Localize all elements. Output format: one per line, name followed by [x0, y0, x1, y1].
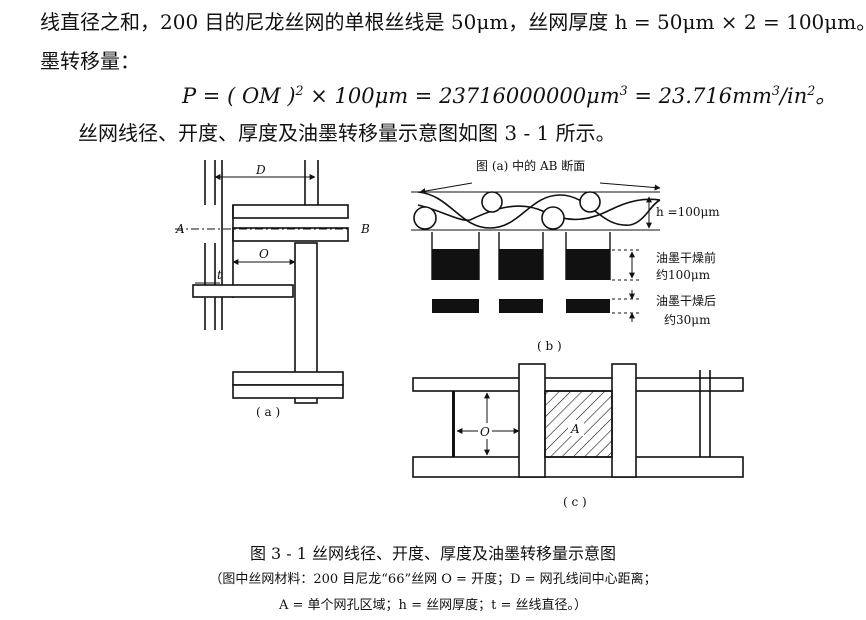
- a-label-A: A: [175, 222, 185, 236]
- c-caption: ( c ): [563, 495, 587, 509]
- b-ink-after-2: [499, 299, 543, 313]
- b-label-after-1: 油墨干燥后: [656, 294, 716, 308]
- b-ink-before-3: [566, 249, 610, 280]
- b-title: 图 (a) 中的 AB 断面: [476, 158, 585, 173]
- c-thread-h-top: [412, 377, 744, 392]
- c-thread-v-2: [611, 363, 637, 478]
- a-thread-h1a: [232, 204, 349, 219]
- a-thread-h2: [192, 284, 294, 298]
- c-label-O-bg: [478, 423, 492, 439]
- b-title-arrow-left: [419, 182, 473, 195]
- formula-part-e: 。: [815, 84, 837, 108]
- formula-exp-4: 2: [807, 83, 816, 98]
- formula-part-c: = 23.716mm: [627, 84, 772, 108]
- a-caption: ( a ): [256, 405, 280, 419]
- c-label-A-bg: [568, 420, 584, 436]
- b-ink-before-2: [499, 249, 543, 280]
- b-ink-before-1: [432, 249, 479, 280]
- ink-transfer-formula: P = ( OM )2 × 100μm = 23716000000μm3 = 2…: [182, 80, 836, 110]
- b-fiber-2: [579, 191, 601, 213]
- b-ink-after-3: [566, 299, 610, 313]
- c-label-A: A: [570, 422, 580, 436]
- b-label-after-2: 约30μm: [664, 312, 711, 327]
- b-label-h: h =100μm: [656, 205, 720, 219]
- b-label-before-1: 油墨干燥前: [656, 250, 716, 265]
- formula-exp-1: 2: [295, 83, 304, 98]
- figure-a: [175, 160, 350, 404]
- formula-part-b: × 100μm = 23716000000μm: [303, 84, 620, 108]
- paragraph-line-4: 丝网线径、开度、厚度及油墨转移量示意图如图 3 - 1 所示。: [78, 121, 616, 145]
- b-fiber-1: [481, 191, 503, 213]
- formula-exp-2: 3: [619, 83, 628, 98]
- a-thread-v2-body: [294, 242, 318, 404]
- formula-part-a: P = ( OM ): [182, 84, 296, 108]
- a-label-B: B: [360, 222, 370, 236]
- b-ink-after-1: [432, 299, 479, 313]
- b-label-before-2: 约100μm: [656, 267, 711, 282]
- paragraph-line-1: 线直径之和，200 目的尼龙丝网的单根丝线是 50μm，丝网厚度 h = 50μ…: [40, 10, 866, 34]
- c-thread-v-left-edge: [452, 391, 455, 457]
- figure-note-1: （图中丝网材料：200 目尼龙“66”丝网 O = 开度；D = 网孔线间中心距…: [209, 572, 657, 587]
- figure-note-2: A = 单个网孔区域；h = 丝网厚度；t = 丝线直径。）: [279, 598, 587, 613]
- figure-c: [412, 363, 744, 478]
- formula-part-d: /in: [779, 84, 808, 108]
- c-thread-h-bottom: [412, 456, 744, 478]
- figure-b: [411, 182, 661, 322]
- c-label-O: O: [480, 425, 490, 439]
- a-thread-h3b: [232, 384, 344, 399]
- b-title-arrow-right: [599, 182, 661, 191]
- a-label-t: t: [217, 268, 222, 282]
- formula-exp-3: 3: [771, 83, 780, 98]
- a-thread-h3a: [232, 371, 344, 386]
- b-ink-blocks: [432, 249, 610, 313]
- c-thread-v-1: [518, 363, 546, 478]
- figure-caption: 图 3 - 1 丝网线径、开度、厚度及油墨转移量示意图: [249, 544, 617, 563]
- a-label-D: D: [255, 163, 266, 177]
- paragraph-line-2: 墨转移量：: [40, 49, 140, 73]
- a-label-O: O: [259, 247, 269, 261]
- b-fiber-4: [541, 206, 565, 230]
- a-thread-h1b: [232, 227, 349, 242]
- b-fiber-3: [413, 206, 437, 230]
- b-caption: ( b ): [537, 339, 562, 353]
